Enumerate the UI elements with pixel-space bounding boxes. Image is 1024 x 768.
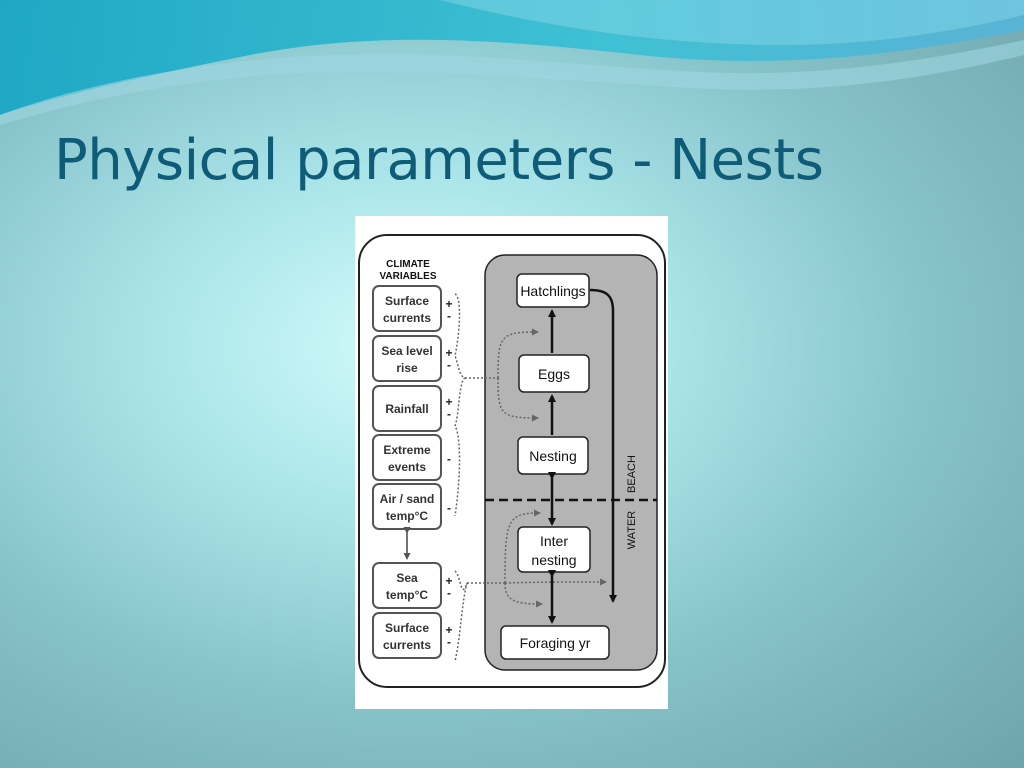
variable-label-line1: Sea [396,571,418,585]
variable-label-line1: Surface [385,294,429,308]
stage-label: Hatchlings [520,283,585,299]
variable-label-line2: temp°C [386,588,428,602]
lower-influence-bracket [454,570,468,662]
variable-surface-currents-top: Surface currents + - [372,285,453,332]
variable-label-line2: events [388,460,426,474]
stage-hatchlings: Hatchlings [516,273,590,308]
upper-influence-bracket [454,293,468,517]
variable-surface-currents-bottom: Surface currents + - [372,612,453,659]
stage-foraging: Foraging yr [500,625,610,660]
variable-sign-minus: - [447,501,451,515]
climate-variables-header-line1: CLIMATE [386,259,430,270]
variable-label-line1: Extreme [383,443,431,457]
variable-sign-plus: + [445,346,452,360]
zone-label-water: WATER [626,511,638,550]
variable-label-line2: temp°C [386,509,428,523]
variable-sea-temp: Sea temp°C + - [372,562,453,609]
header-wave-decoration [0,0,1024,125]
variable-sign-minus: - [447,452,451,466]
variable-label-line2: rise [396,361,418,375]
variable-sign-minus: - [447,309,451,323]
zone-label-beach: BEACH [626,455,638,493]
variable-sign-minus: - [447,635,451,649]
variable-sign-minus: - [447,358,451,372]
variable-sign-plus: + [445,574,452,588]
upper-influence-to-eggs-lower [497,377,539,422]
stage-label: Eggs [538,366,570,382]
arrow-hatchlings-to-sea [589,288,617,603]
variable-label-line1: Sea level [381,344,432,358]
stage-nesting: Nesting [517,436,589,475]
variable-label-line1: Air / sand [380,492,435,506]
stage-label: Foraging yr [520,635,591,651]
stage-label-line2: nesting [531,552,576,568]
variable-label-line1: Surface [385,621,429,635]
variable-air-sand-temp: Air / sand temp°C - [372,483,451,530]
slide-title: Physical parameters - Nests [54,128,824,193]
lower-influence-to-foraging [504,582,543,608]
variable-label-line1: Rainfall [385,402,428,416]
variable-sign-minus: - [447,407,451,421]
variable-sign-plus: + [445,297,452,311]
stage-eggs: Eggs [518,354,590,393]
variable-sign-plus: + [445,623,452,637]
stage-label-line1: Inter [540,533,568,549]
lower-influence-to-internesting [504,509,541,584]
variable-rainfall: Rainfall + - [372,385,453,432]
variable-label-line2: currents [383,638,431,652]
upper-influence-to-eggs-upper [497,328,539,379]
climate-variables-header-line2: VARIABLES [379,271,436,282]
variable-sign-plus: + [445,395,452,409]
variable-label-line2: currents [383,311,431,325]
sea-turtle-lifecycle-diagram: CLIMATE VARIABLES Surface currents + - S… [355,216,668,709]
stage-internesting: Inter nesting [517,526,591,573]
stage-label: Nesting [529,448,576,464]
variable-sign-minus: - [447,586,451,600]
variable-sea-level-rise: Sea level rise + - [372,335,453,382]
variable-extreme-events: Extreme events - [372,434,451,481]
